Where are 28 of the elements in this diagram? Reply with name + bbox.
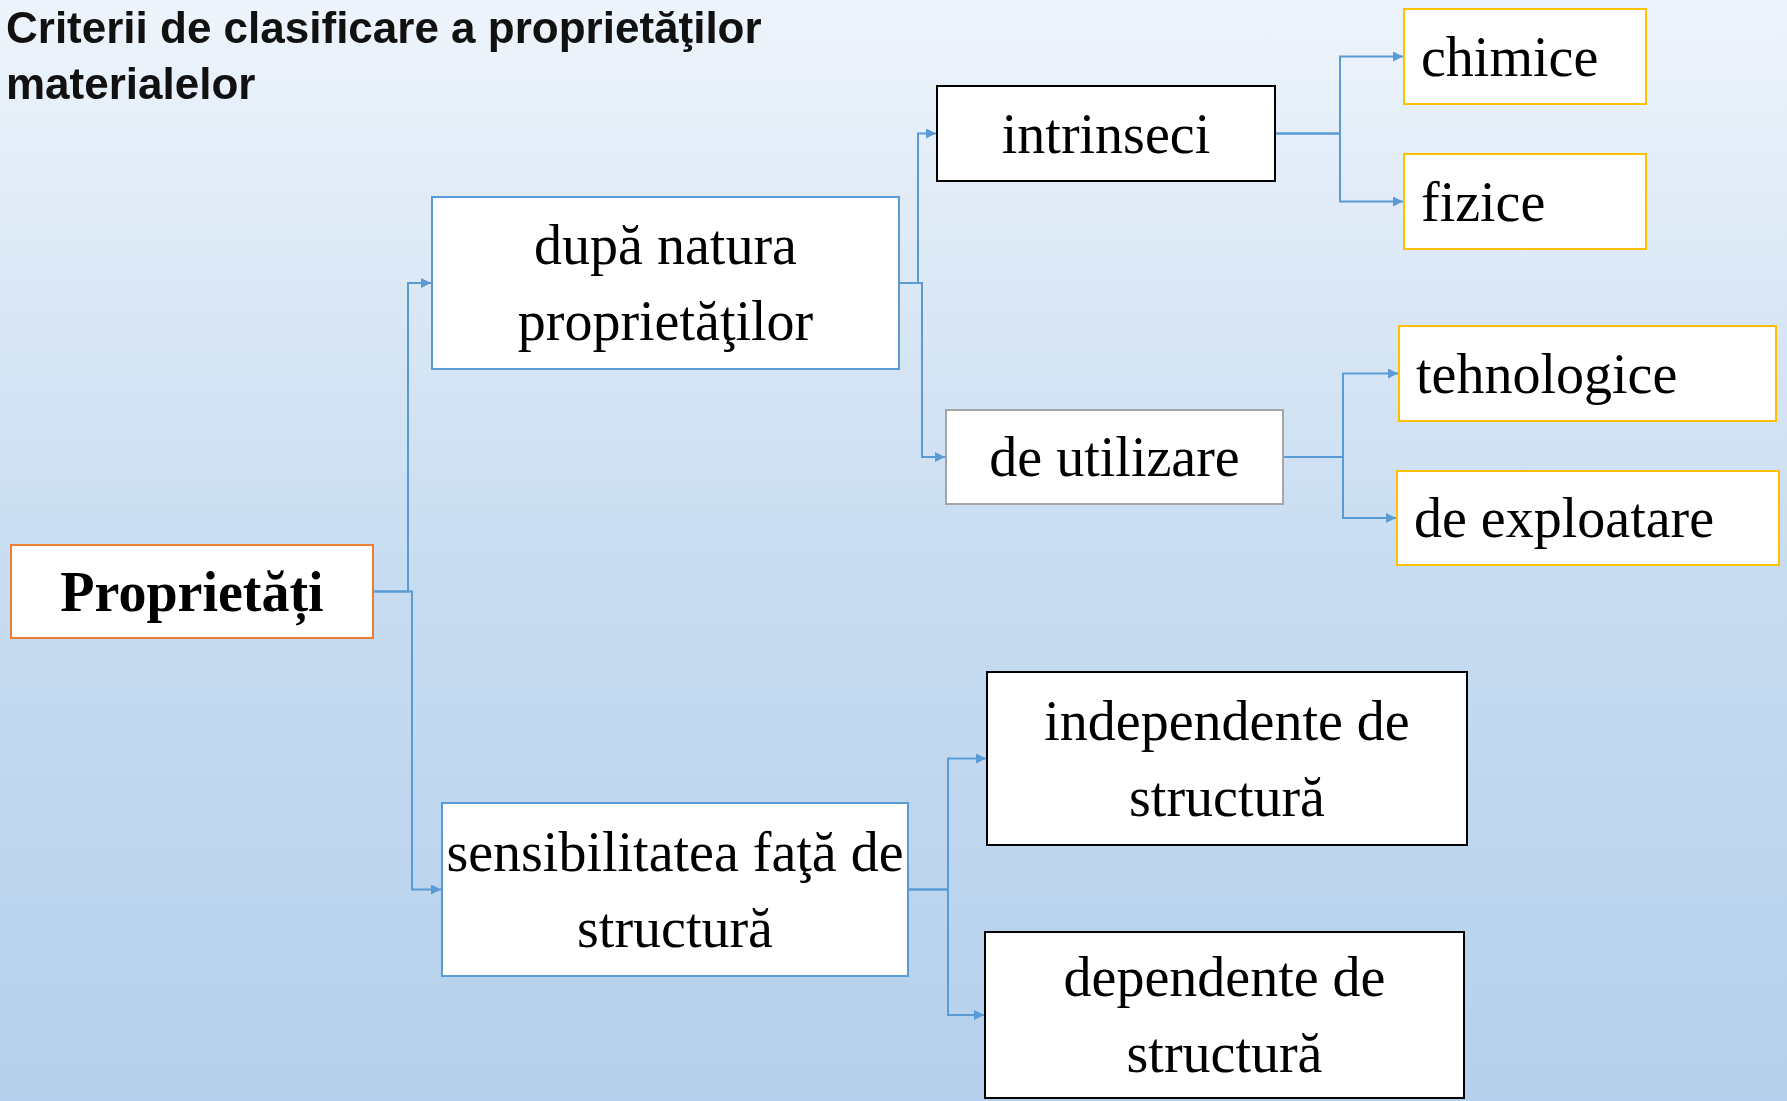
node-label: de utilizare <box>989 425 1240 490</box>
category-box <box>431 196 900 370</box>
node-label: fizice <box>1421 169 1546 235</box>
node-label: intrinseci <box>1001 101 1211 167</box>
category-box <box>10 544 374 639</box>
diagram-title: Criterii de clasificare a proprietăţilor materialelor <box>6 2 763 110</box>
connector-arrow <box>899 282 946 462</box>
category-box <box>1396 470 1780 566</box>
node-label: independente de structură <box>1043 688 1411 830</box>
connector-arrow <box>908 888 985 1020</box>
category-box <box>1403 8 1647 105</box>
node-label: de exploatare <box>1414 486 1715 551</box>
category-box <box>1398 325 1777 422</box>
node-label: dependente de structură <box>1062 945 1387 1086</box>
node-label: Proprietăți <box>60 553 324 630</box>
category-box <box>936 85 1276 182</box>
node-label: tehnologice <box>1416 341 1678 407</box>
connector-arrow <box>373 590 442 895</box>
category-box <box>945 409 1284 505</box>
node-label: sensibilitatea faţă de structură <box>445 819 905 961</box>
category-box <box>1403 153 1647 250</box>
node-label: după natura proprietăţilor <box>516 213 815 354</box>
category-box <box>441 802 909 977</box>
connector-arrow <box>1283 456 1397 523</box>
node-label: chimice <box>1421 24 1599 90</box>
category-box <box>986 671 1468 846</box>
category-box <box>984 931 1465 1099</box>
connector-arrow <box>1275 132 1404 207</box>
